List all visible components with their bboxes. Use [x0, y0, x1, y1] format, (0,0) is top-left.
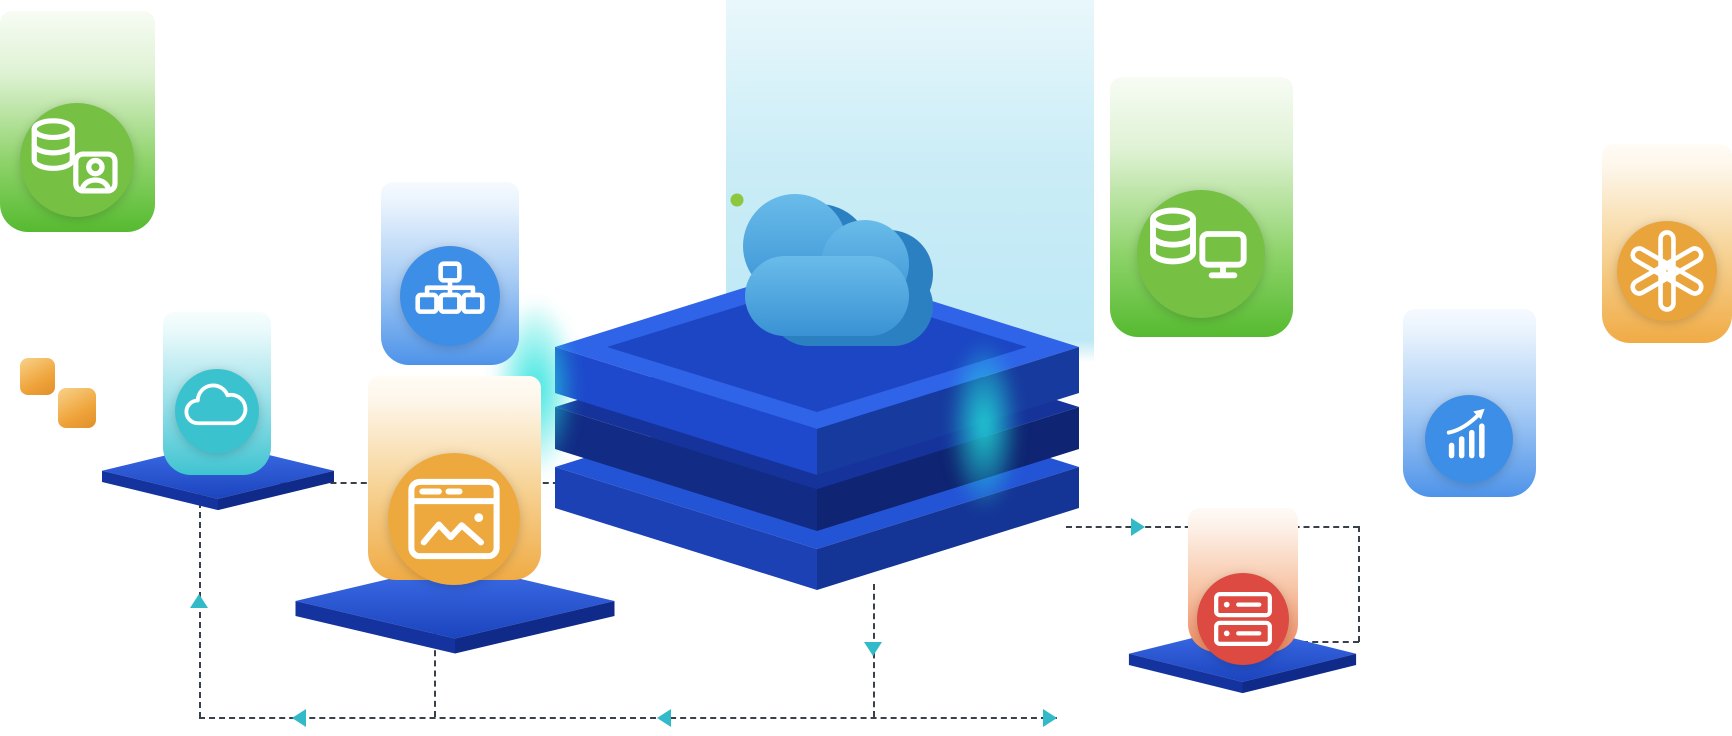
platform-orange-base — [295, 563, 615, 654]
connector-right-vertical — [1358, 526, 1360, 642]
arrow-right-icon — [1043, 709, 1057, 727]
sitemap-icon — [400, 246, 500, 346]
arrow-up-icon — [190, 594, 208, 608]
database-user-icon — [20, 103, 134, 217]
openai-logo-icon — [1617, 221, 1717, 321]
node-openai — [1602, 144, 1732, 343]
arrow-left-icon — [657, 709, 671, 727]
connector-right-return — [1302, 641, 1359, 643]
leaf-accent-icon — [730, 193, 744, 207]
cube-large — [58, 388, 96, 428]
node-hierarchy — [381, 182, 519, 365]
database-monitor-icon — [1137, 190, 1265, 318]
glow-right — [948, 338, 1020, 513]
cloud-3d-icon — [730, 193, 933, 346]
chart-growth-icon — [1425, 395, 1513, 483]
node-web-content — [368, 376, 541, 585]
connector-web-vertical — [434, 630, 436, 717]
cube-small — [20, 358, 55, 395]
connector-bottom-horizontal — [199, 717, 1057, 719]
node-server-storage — [1188, 508, 1298, 665]
arrow-down-icon — [864, 642, 882, 656]
arrow-right-icon — [1131, 518, 1145, 536]
server-icon — [1197, 573, 1289, 665]
node-database-network — [1110, 77, 1293, 337]
node-user-database — [0, 11, 155, 232]
browser-image-icon — [388, 453, 520, 585]
node-analytics-growth — [1403, 309, 1536, 497]
cloud-icon — [175, 369, 259, 453]
node-cloud-service — [163, 312, 271, 475]
arrow-left-icon — [292, 709, 306, 727]
platform-stack — [555, 265, 1079, 590]
